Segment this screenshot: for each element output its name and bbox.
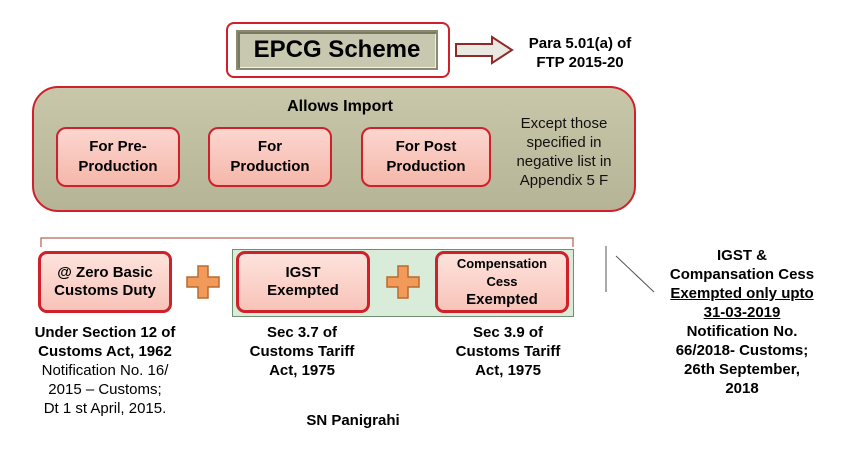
exception-line-2: specified in bbox=[526, 134, 602, 151]
reference-line-2: FTP 2015-20 bbox=[536, 54, 624, 71]
production-line-2: Production bbox=[230, 158, 310, 175]
post-production-line-2: Production bbox=[386, 158, 466, 175]
basis-2-line-1: Sec 3.7 of bbox=[266, 324, 338, 341]
post-production-box: For Post Production bbox=[361, 127, 491, 187]
basis-2-line-3: Act, 1975 bbox=[269, 362, 335, 379]
reference-line-1: Para 5.01(a) of bbox=[528, 35, 632, 52]
post-production-line-1: For Post bbox=[395, 138, 457, 155]
reference-text: Para 5.01(a) of FTP 2015-20 bbox=[510, 34, 650, 72]
benefits-bracket bbox=[40, 237, 574, 247]
basis-3-line-2: Customs Tariff bbox=[455, 343, 561, 360]
exception-line-1: Except those bbox=[520, 115, 608, 132]
igst-basis: Sec 3.7 of Customs Tariff Act, 1975 bbox=[232, 323, 372, 380]
production-line-1: For bbox=[257, 138, 283, 155]
pre-production-line-1: For Pre- bbox=[89, 138, 147, 155]
basis-1-line-4: 2015 – Customs; bbox=[48, 381, 162, 398]
production-box: For Production bbox=[208, 127, 332, 187]
note-line-7: 26th September, bbox=[684, 361, 800, 378]
author-credit: SN Panigrahi bbox=[306, 412, 400, 429]
allows-import-title: Allows Import bbox=[287, 98, 393, 115]
pre-production-box: For Pre- Production bbox=[56, 127, 180, 187]
basis-1-line-5: Dt 1 st April, 2015. bbox=[43, 400, 167, 417]
zero-basic-duty-box: @ Zero Basic Customs Duty bbox=[38, 251, 172, 313]
cess-exempted-box: Compensation Cess Exempted bbox=[435, 251, 569, 313]
pre-production-line-2: Production bbox=[78, 158, 158, 175]
plus-icon bbox=[186, 265, 220, 299]
zero-basic-duty-line-2: Customs Duty bbox=[54, 282, 156, 299]
basis-2-line-2: Customs Tariff bbox=[249, 343, 355, 360]
igst-cess-note: IGST & Compansation Cess Exempted only u… bbox=[653, 246, 831, 398]
basis-1-line-1: Under Section 12 of bbox=[34, 324, 176, 341]
exception-text: Except those specified in negative list … bbox=[505, 114, 623, 190]
scheme-title: EPCG Scheme bbox=[236, 30, 438, 70]
igst-exempted-box: IGST Exempted bbox=[236, 251, 370, 313]
note-line-2: Compansation Cess bbox=[669, 266, 815, 283]
right-arrow-icon bbox=[455, 35, 514, 65]
basis-1-line-2: Customs Act, 1962 bbox=[38, 343, 172, 360]
basis-3-line-1: Sec 3.9 of bbox=[472, 324, 544, 341]
note-line-4: 31-03-2019 bbox=[703, 304, 781, 321]
note-line-5: Notification No. bbox=[686, 323, 798, 340]
cess-exempted-line-2: Cess bbox=[486, 274, 518, 289]
basis-1-line-3: Notification No. 16/ bbox=[41, 362, 169, 379]
exception-line-3: negative list in bbox=[516, 153, 612, 170]
callout-lines bbox=[605, 246, 655, 293]
note-line-8: 2018 bbox=[725, 380, 759, 397]
exception-line-4: Appendix 5 F bbox=[519, 172, 609, 189]
igst-exempted-line-1: IGST bbox=[285, 264, 321, 281]
plus-icon bbox=[386, 265, 420, 299]
basis-3-line-3: Act, 1975 bbox=[475, 362, 541, 379]
note-line-6: 66/2018- Customs; bbox=[675, 342, 809, 359]
basic-duty-basis: Under Section 12 of Customs Act, 1962 No… bbox=[20, 323, 190, 418]
zero-basic-duty-line-1: @ Zero Basic bbox=[57, 264, 153, 281]
note-line-1: IGST & bbox=[716, 247, 767, 264]
note-line-3: Exempted only upto bbox=[670, 285, 814, 302]
cess-exempted-line-1: Compensation bbox=[456, 256, 548, 271]
igst-exempted-line-2: Exempted bbox=[267, 282, 339, 299]
cess-basis: Sec 3.9 of Customs Tariff Act, 1975 bbox=[438, 323, 578, 380]
cess-exempted-line-3: Exempted bbox=[466, 291, 538, 308]
